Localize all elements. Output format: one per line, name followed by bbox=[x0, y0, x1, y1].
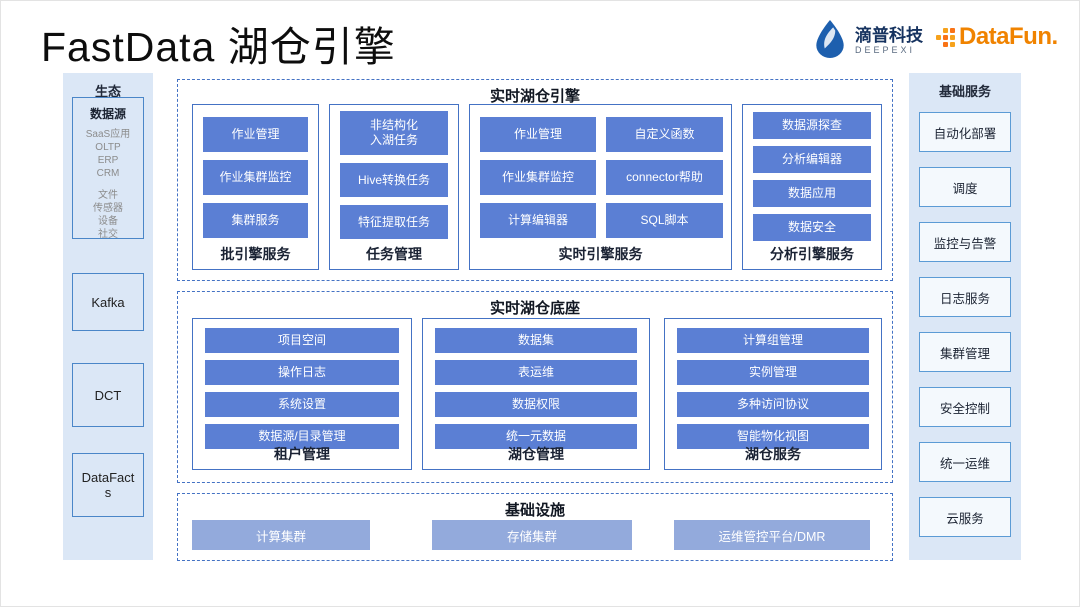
section-title: 实时湖仓底座 bbox=[489, 300, 580, 317]
deepexi-logo: 滴普科技 DEEPEXI bbox=[813, 19, 923, 64]
ecosystem-panel: 生态 数据源 SaaS应用 OLTP ERP CRM 文件 传感器 设备 社交 … bbox=[63, 73, 153, 560]
feature-box: SQL脚本 bbox=[606, 203, 723, 238]
feature-box: 项目空间 bbox=[205, 328, 399, 353]
datasource-title: 数据源 bbox=[89, 107, 126, 121]
feature-box: 非结构化 入湖任务 bbox=[340, 111, 448, 155]
service-box: 自动化部署 bbox=[919, 112, 1011, 152]
deepexi-droplet-icon bbox=[813, 19, 847, 64]
section-realtime-engine: 实时湖仓引擎 作业管理 作业集群监控 集群服务 批引擎服务 非结构化 入湖任务 … bbox=[177, 79, 893, 281]
deepexi-name: 滴普科技 bbox=[855, 26, 923, 46]
group-task-management: 非结构化 入湖任务 Hive转换任务 特征提取任务 任务管理 bbox=[329, 104, 459, 270]
feature-box: 数据源探查 bbox=[753, 112, 871, 139]
group-tenant-management: 项目空间 操作日志 系统设置 数据源/目录管理 租户管理 bbox=[192, 318, 412, 470]
feature-box: 数据源/目录管理 bbox=[205, 424, 399, 449]
feature-box: 作业管理 bbox=[480, 117, 596, 152]
feature-box: 数据安全 bbox=[753, 214, 871, 241]
feature-box: 数据集 bbox=[435, 328, 637, 353]
feature-box: Hive转换任务 bbox=[340, 163, 448, 197]
group-label: 租户管理 bbox=[274, 446, 330, 462]
feature-box: 数据应用 bbox=[753, 180, 871, 207]
deepexi-subtitle: DEEPEXI bbox=[855, 44, 916, 55]
service-box: 统一运维 bbox=[919, 442, 1011, 482]
feature-box-line: 入湖任务 bbox=[369, 133, 418, 147]
ecosystem-title: 生态 bbox=[94, 84, 121, 99]
service-box: 监控与告警 bbox=[919, 222, 1011, 262]
feature-box: 统一元数据 bbox=[435, 424, 637, 449]
service-box: 集群管理 bbox=[919, 332, 1011, 372]
section-title: 基础设施 bbox=[504, 502, 565, 519]
service-box: 日志服务 bbox=[919, 277, 1011, 317]
datafun-pixels-icon bbox=[936, 27, 955, 47]
group-batch-engine-services: 作业管理 作业集群监控 集群服务 批引擎服务 bbox=[192, 104, 319, 270]
service-box: 调度 bbox=[919, 167, 1011, 207]
datasource-item: SaaS应用 bbox=[85, 129, 131, 140]
infra-box-storage-cluster: 存储集群 bbox=[432, 520, 632, 550]
group-label: 湖仓管理 bbox=[508, 446, 564, 462]
group-label: 任务管理 bbox=[366, 246, 422, 262]
section-title: 实时湖仓引擎 bbox=[489, 88, 580, 105]
datasource-item: 社交 bbox=[98, 229, 118, 240]
feature-box: 数据权限 bbox=[435, 392, 637, 417]
infra-box-ops-platform: 运维管控平台/DMR bbox=[674, 520, 870, 550]
datafun-logo: DataFun. bbox=[936, 23, 1058, 51]
feature-box: 计算组管理 bbox=[677, 328, 869, 353]
page-title: FastData 湖仓引擎 bbox=[41, 24, 396, 70]
base-services-panel: 基础服务 自动化部署 调度 监控与告警 日志服务 集群管理 安全控制 统一运维 … bbox=[909, 73, 1021, 560]
datafun-wordmark: DataFun. bbox=[959, 23, 1058, 50]
feature-box: 特征提取任务 bbox=[340, 205, 448, 239]
ecosystem-item-kafka: Kafka bbox=[72, 273, 144, 331]
infra-box-compute-cluster: 计算集群 bbox=[192, 520, 370, 550]
datasource-item: 设备 bbox=[98, 216, 118, 227]
service-box: 安全控制 bbox=[919, 387, 1011, 427]
datasource-item: 传感器 bbox=[93, 203, 123, 214]
group-analysis-engine-services: 数据源探查 分析编辑器 数据应用 数据安全 分析引擎服务 bbox=[742, 104, 882, 270]
ecosystem-item-dct: DCT bbox=[72, 363, 144, 427]
feature-box: 实例管理 bbox=[677, 360, 869, 385]
group-label: 湖仓服务 bbox=[745, 446, 801, 462]
feature-box: 操作日志 bbox=[205, 360, 399, 385]
datasource-item: ERP bbox=[97, 155, 119, 166]
feature-box: 作业集群监控 bbox=[203, 160, 308, 195]
feature-box: 作业管理 bbox=[203, 117, 308, 152]
feature-box-line: 非结构化 bbox=[369, 118, 418, 132]
group-label: 实时引擎服务 bbox=[558, 246, 643, 262]
datasource-item: CRM bbox=[96, 168, 120, 179]
section-infrastructure: 基础设施 计算集群 存储集群 运维管控平台/DMR bbox=[177, 493, 893, 561]
feature-box: 分析编辑器 bbox=[753, 146, 871, 173]
feature-box: 计算编辑器 bbox=[480, 203, 596, 238]
base-services-title: 基础服务 bbox=[938, 84, 991, 99]
group-lakehouse-management: 数据集 表运维 数据权限 统一元数据 湖仓管理 bbox=[422, 318, 650, 470]
section-realtime-base: 实时湖仓底座 项目空间 操作日志 系统设置 数据源/目录管理 租户管理 数据集 … bbox=[177, 291, 893, 483]
group-lakehouse-services: 计算组管理 实例管理 多种访问协议 智能物化视图 湖仓服务 bbox=[664, 318, 882, 470]
group-realtime-engine-services: 作业管理 作业集群监控 计算编辑器 自定义函数 connector帮助 SQL脚… bbox=[469, 104, 732, 270]
service-box: 云服务 bbox=[919, 497, 1011, 537]
feature-box: 作业集群监控 bbox=[480, 160, 596, 195]
feature-box: 表运维 bbox=[435, 360, 637, 385]
feature-box: 多种访问协议 bbox=[677, 392, 869, 417]
feature-box: 智能物化视图 bbox=[677, 424, 869, 449]
feature-box: 集群服务 bbox=[203, 203, 308, 238]
group-label: 分析引擎服务 bbox=[770, 246, 854, 262]
datasource-item: 文件 bbox=[98, 190, 118, 201]
base-services-list: 自动化部署 调度 监控与告警 日志服务 集群管理 安全控制 统一运维 云服务 bbox=[909, 100, 1021, 537]
ecosystem-item-datafacts: DataFacts bbox=[72, 453, 144, 517]
group-label: 批引擎服务 bbox=[220, 246, 291, 262]
feature-box: 自定义函数 bbox=[606, 117, 723, 152]
datasource-item: OLTP bbox=[95, 142, 121, 153]
feature-box: connector帮助 bbox=[606, 160, 723, 195]
feature-box: 系统设置 bbox=[205, 392, 399, 417]
datasource-box: 数据源 SaaS应用 OLTP ERP CRM 文件 传感器 设备 社交 bbox=[72, 97, 144, 241]
datasource-list: SaaS应用 OLTP ERP CRM 文件 传感器 设备 社交 bbox=[73, 128, 143, 241]
